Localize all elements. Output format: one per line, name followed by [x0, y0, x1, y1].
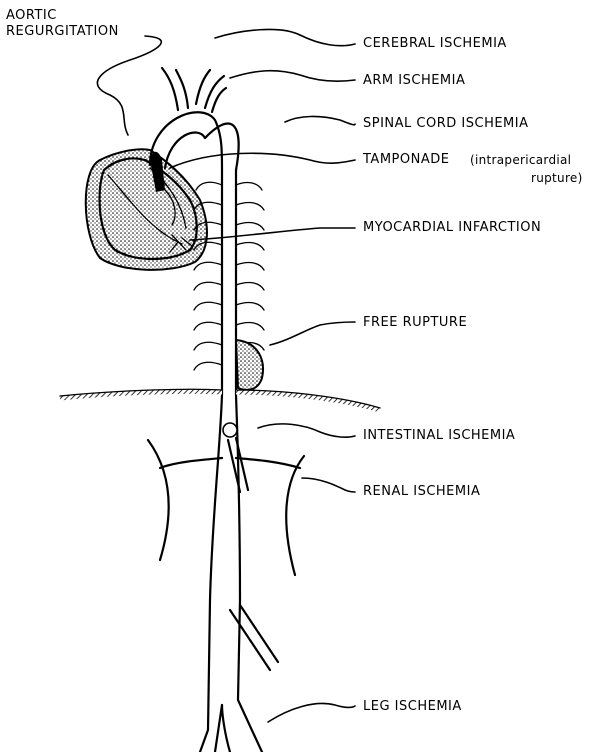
arch-branches: [162, 68, 226, 112]
free-rupture-label: FREE RUPTURE: [363, 315, 467, 330]
cerebral-ischemia-label: CEREBRAL ISCHEMIA: [363, 36, 507, 51]
tamponade-note-line1: (intrapericardial: [470, 153, 571, 168]
heart: [86, 149, 207, 270]
tamponade-note-line2: rupture): [531, 171, 583, 186]
renal-ischemia-label: RENAL ISCHEMIA: [363, 484, 480, 499]
free-rupture-bulge: [236, 340, 263, 390]
aortic-regurgitation-label-line1: AORTIC: [6, 8, 57, 23]
spinal-cord-ischemia-label: SPINAL CORD ISCHEMIA: [363, 116, 529, 131]
aortic-regurgitation-label-line2: REGURGITATION: [6, 24, 119, 39]
diaphragm: [60, 391, 380, 410]
leg-ischemia-label: LEG ISCHEMIA: [363, 699, 462, 714]
intestinal-ischemia-label: INTESTINAL ISCHEMIA: [363, 428, 515, 443]
tamponade-label: TAMPONADE: [363, 152, 449, 167]
iliac-branch: [230, 605, 278, 670]
myocardial-infarction-label: MYOCARDIAL INFARCTION: [363, 220, 541, 235]
pointer-lines: [97, 29, 355, 722]
renal-arteries: [148, 440, 304, 575]
arm-ischemia-label: ARM ISCHEMIA: [363, 73, 465, 88]
